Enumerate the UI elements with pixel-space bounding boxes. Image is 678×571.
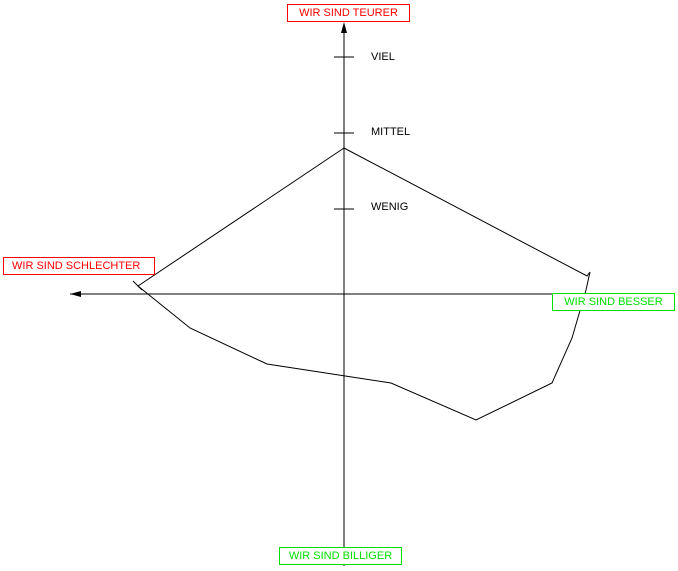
scale-label-mittel: MITTEL xyxy=(371,126,411,138)
profile-outline xyxy=(137,147,591,421)
left-arrow-head xyxy=(70,291,81,297)
axis-label-left: WIR SIND SCHLECHTER xyxy=(3,257,155,275)
axis-label-right: WIR SIND BESSER xyxy=(552,293,675,311)
axis-label-top: WIR SIND TEURER xyxy=(287,4,410,22)
scale-label-wenig: WENIG xyxy=(371,201,409,213)
up-arrow-head xyxy=(341,22,347,33)
axis-label-bottom: WIR SIND BILLIGER xyxy=(279,547,402,565)
scale-label-viel: VIEL xyxy=(371,51,395,63)
